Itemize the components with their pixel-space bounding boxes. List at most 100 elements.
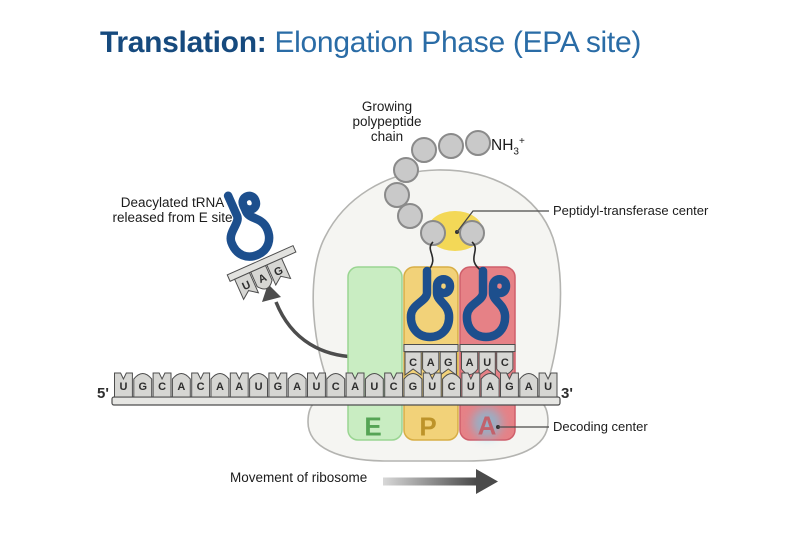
mrna-nucleotide [500,372,519,398]
a-anticodon-nucleotide-letter: U [483,357,491,369]
mrna-nucleotide [480,373,500,398]
p-anticodon-nucleotide-letter: A [427,357,435,369]
amino-acid [397,203,423,229]
released-anticodon-nucleotide [266,257,292,287]
decoding-center-pointer [496,425,549,429]
amino-acid [393,157,419,183]
released-anticodon-nucleotide [250,264,273,290]
peptidyl-center-pointer [455,210,549,234]
amino-acid [465,130,491,156]
mrna-nucleotide-letter: U [467,381,475,393]
mrna-nucleotide [422,372,442,398]
mrna-nucleotide-letter: U [119,381,127,393]
mrna-nucleotide [345,372,365,398]
mrna-nucleotide-letter: C [197,381,205,393]
mrna-nucleotide-letter: A [293,381,301,393]
mrna-nucleotide [249,373,268,398]
a-anticodon-nucleotide-letter: C [501,357,509,369]
mrna-nucleotide-letter: A [486,381,494,393]
mrna-nucleotide [403,373,423,398]
released-trna-body [223,191,274,261]
amino-terminus-label: NH3+ [491,136,525,158]
p-anticodon-nucleotide [439,351,457,376]
p-anticodon-nucleotide [404,351,422,376]
mrna-nucleotide-letter: C [332,381,340,393]
released-anticodon-nucleotide [234,272,260,301]
amino-acid [438,133,464,159]
amino-acid [420,220,446,246]
title-rest: Elongation Phase (EPA site) [266,26,642,59]
title-prefix: Translation: [100,26,267,59]
amino-acid [384,182,410,208]
p-site-letter: P [419,411,437,442]
mrna-nucleotide [287,373,307,398]
page-title: Translation: Elongation Phase (EPA site) [100,26,641,60]
mrna-nucleotide [171,373,191,398]
three-prime-label: 3' [561,385,573,402]
movement-label: Movement of ribosome [230,470,368,485]
mrna-nucleotide [152,372,172,398]
mrna-nucleotide [133,373,153,398]
mrna-nucleotide [191,372,211,398]
five-prime-label: 5' [97,385,109,402]
mrna-nucleotide [442,373,461,398]
p-anticodon-nucleotide-letter: G [444,357,453,369]
p-site-trna [406,266,455,342]
p-anticodon-nucleotide [422,351,440,375]
mrna-nucleotide [268,372,288,398]
mrna-nucleotide-letter: A [177,381,185,393]
mrna-nucleotide-letter: U [255,381,263,393]
a-anticodon-nucleotide [461,351,479,375]
a-anticodon-platform [459,344,516,352]
mrna-nucleotide-letter: G [505,381,514,393]
mrna-nucleotide [538,372,558,398]
mrna-nucleotide-letter: C [448,381,456,393]
mrna-nucleotide [307,372,326,398]
release-arrow [274,301,357,359]
mrna-nucleotide-letter: C [158,381,166,393]
mrna-nucleotide-letter: G [409,381,418,393]
a-site-letter: A [477,410,497,441]
mrna-nucleotide-letter: U [312,381,320,393]
mrna-backbone [111,396,561,406]
mrna-nucleotide-letter: G [274,381,283,393]
decoding-center-glow [472,408,502,438]
p-anticodon-platform [403,344,459,352]
a-site-trna [462,266,511,342]
polypeptide-chain [384,130,491,246]
a-trna-linker [471,241,484,273]
mrna-nucleotide [229,372,249,398]
mrna-nucleotide-letter: A [235,381,243,393]
mrna-nucleotide [384,372,404,398]
mrna-nucleotide-letter: U [544,381,552,393]
mrna-nucleotide [364,373,384,398]
deacylated-trna-label: Deacylated tRNA released from E site [112,195,233,225]
mrna-nucleotide-letter: U [370,381,378,393]
mrna-nucleotide-letter: G [138,381,147,393]
mrna-nucleotide [326,373,346,398]
growing-polypeptide-label: Growing polypeptide chain [352,99,422,144]
movement-arrow [383,469,498,494]
mrna-nucleotide [210,373,230,398]
mrna-nucleotide-letter: A [525,381,533,393]
amino-acid [459,220,485,246]
peptidyl-center-label: Peptidyl-transferase center [553,203,709,218]
p-anticodon-nucleotide-letter: C [409,357,417,369]
mrna-nucleotide [461,372,481,398]
mrna-nucleotide [114,372,133,398]
amino-acid [411,137,437,163]
decoding-center-label: Decoding center [553,419,648,434]
mrna-nucleotide-letter: U [428,381,436,393]
mrna-nucleotide-letter: A [351,381,359,393]
mrna-nucleotide [519,373,539,398]
mrna-nucleotide-letter: A [216,381,224,393]
a-anticodon-nucleotide-letter: A [466,357,474,369]
a-anticodon-nucleotide [478,351,496,376]
